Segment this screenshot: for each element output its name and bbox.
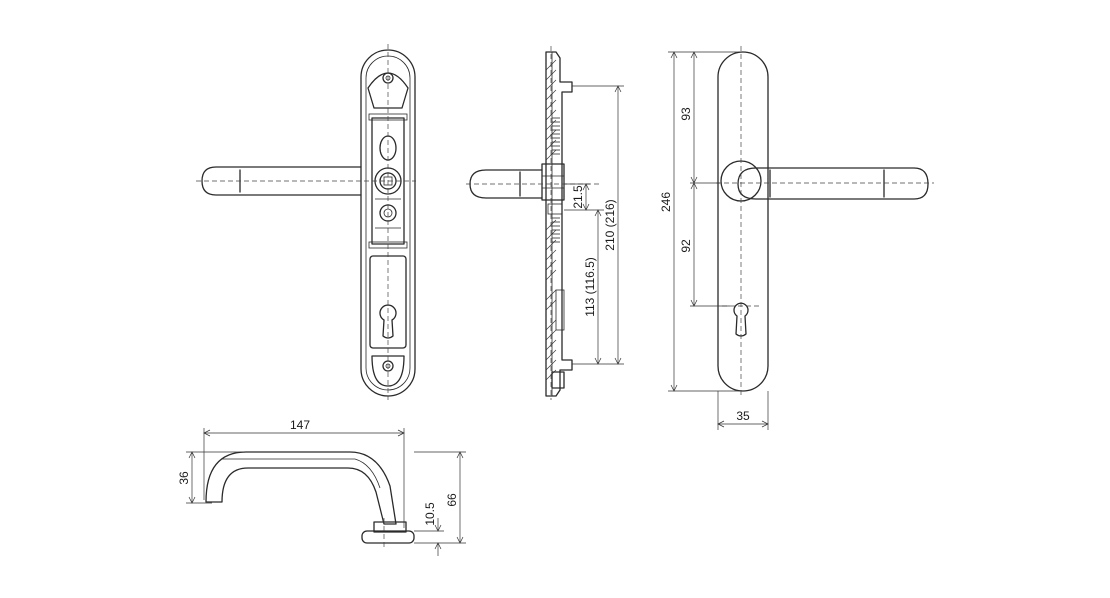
section-hatching [545,59,557,381]
section-view: 21.5 113 (116.5) 210 (216) [466,46,624,400]
front-plate [717,51,769,392]
dim-handle-length: 147 [290,418,310,432]
dim-handle-height: 36 [177,471,191,485]
handle-view: 147 36 10.5 66 [177,418,466,556]
dim-fixing-distance: 210 (216) [603,199,617,250]
rear-view [196,44,416,400]
dim-spindle-offset: 21.5 [571,185,585,209]
handle-rose-neck [373,521,407,533]
dim-plate-width: 35 [736,409,750,423]
dim-total-height: 66 [445,493,459,507]
bottom-fixing-stud [551,371,565,389]
handle-rose-base [361,530,415,544]
dim-rose-height: 10.5 [423,502,437,526]
dim-plate-length: 246 [659,192,673,212]
front-view: 246 93 92 35 [659,46,934,430]
handle-outline [205,451,397,525]
rear-handle [201,166,362,196]
spring-coils [552,117,560,243]
front-cylinder-hole [733,302,749,337]
section-plate [545,51,573,397]
bottom-screw-boss [371,355,405,387]
dim-cylinder-distance: 113 (116.5) [583,257,597,317]
dim-upper-distance: 93 [679,107,693,121]
front-handle [737,167,929,200]
dim-lower-distance: 92 [679,239,693,253]
section-spindle-block [541,163,565,201]
cylinder-hole [379,304,397,339]
top-screw-boss [367,72,409,109]
